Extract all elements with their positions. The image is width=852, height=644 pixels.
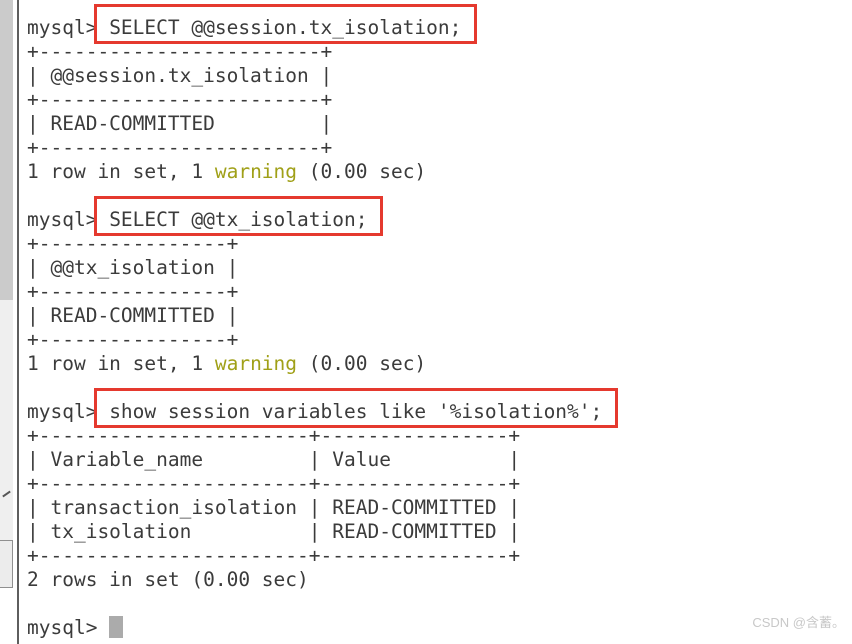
command-line-2: mysql> SELECT @@tx_isolation;: [27, 196, 618, 236]
terminal-body[interactable]: mysql> SELECT @@session.tx_isolation;+--…: [27, 4, 619, 640]
blank-line: [27, 592, 618, 616]
prompt-label: mysql>: [27, 400, 110, 423]
status-line: 2 rows in set (0.00 sec): [27, 568, 618, 592]
scrollbar-thumb[interactable]: [0, 0, 13, 300]
status-text: 2 rows in set (0.00 sec): [27, 568, 309, 591]
result-table-line: +-----------------------+---------------…: [27, 544, 521, 567]
result-table-line: +------------------------+: [27, 88, 333, 111]
scrollbar-tick-icon: [2, 490, 11, 498]
result-table-line: | @@session.tx_isolation |: [27, 64, 333, 87]
terminal-left-border: [17, 0, 19, 644]
highlighted-command-text: show session variables like '%isolation%…: [94, 388, 619, 428]
terminal-cursor: [109, 616, 124, 638]
result-table-line: +------------------------+: [27, 136, 333, 159]
status-line: 1 row in set, 1 warning (0.00 sec): [27, 352, 618, 376]
csdn-watermark: CSDN @含蓄。: [752, 615, 845, 630]
status-text: 1 row in set, 1: [27, 352, 215, 375]
final-prompt-line: mysql>: [27, 616, 618, 640]
result-table-line: | @@tx_isolation |: [27, 256, 239, 279]
result-table-line: +-----------------------+---------------…: [27, 424, 521, 447]
highlighted-command-text: SELECT @@tx_isolation;: [94, 196, 384, 236]
warning-text: warning: [214, 352, 298, 375]
result-table-line: +----------------+: [27, 232, 239, 255]
warning-text: warning: [214, 160, 298, 183]
result-table-line: | READ-COMMITTED |: [27, 304, 239, 327]
result-table-line: +----------------+: [27, 328, 239, 351]
status-text: 1 row in set, 1: [27, 160, 215, 183]
result-table-line: +----------------+: [27, 280, 239, 303]
highlighted-command-text: SELECT @@session.tx_isolation;: [94, 4, 478, 44]
scrollbar-end-box: [0, 540, 13, 588]
result-table-line: | Variable_name | Value |: [27, 448, 521, 471]
result-table-line: +-----------------------+---------------…: [27, 472, 521, 495]
prompt-label: mysql>: [27, 16, 110, 39]
command-line-1: mysql> SELECT @@session.tx_isolation;: [27, 4, 618, 44]
result-table-line: | tx_isolation | READ-COMMITTED |: [27, 520, 521, 543]
prompt-label: mysql>: [27, 208, 110, 231]
status-text: (0.00 sec): [297, 352, 427, 375]
result-table-line: +------------------------+: [27, 40, 333, 63]
status-text: (0.00 sec): [297, 160, 427, 183]
status-line: 1 row in set, 1 warning (0.00 sec): [27, 160, 618, 184]
prompt-label: mysql>: [27, 616, 110, 639]
result-table-line: | transaction_isolation | READ-COMMITTED…: [27, 496, 521, 519]
left-scrollbar-track[interactable]: [0, 0, 13, 588]
result-table-line: | READ-COMMITTED |: [27, 112, 333, 135]
command-line-3: mysql> show session variables like '%iso…: [27, 388, 619, 428]
